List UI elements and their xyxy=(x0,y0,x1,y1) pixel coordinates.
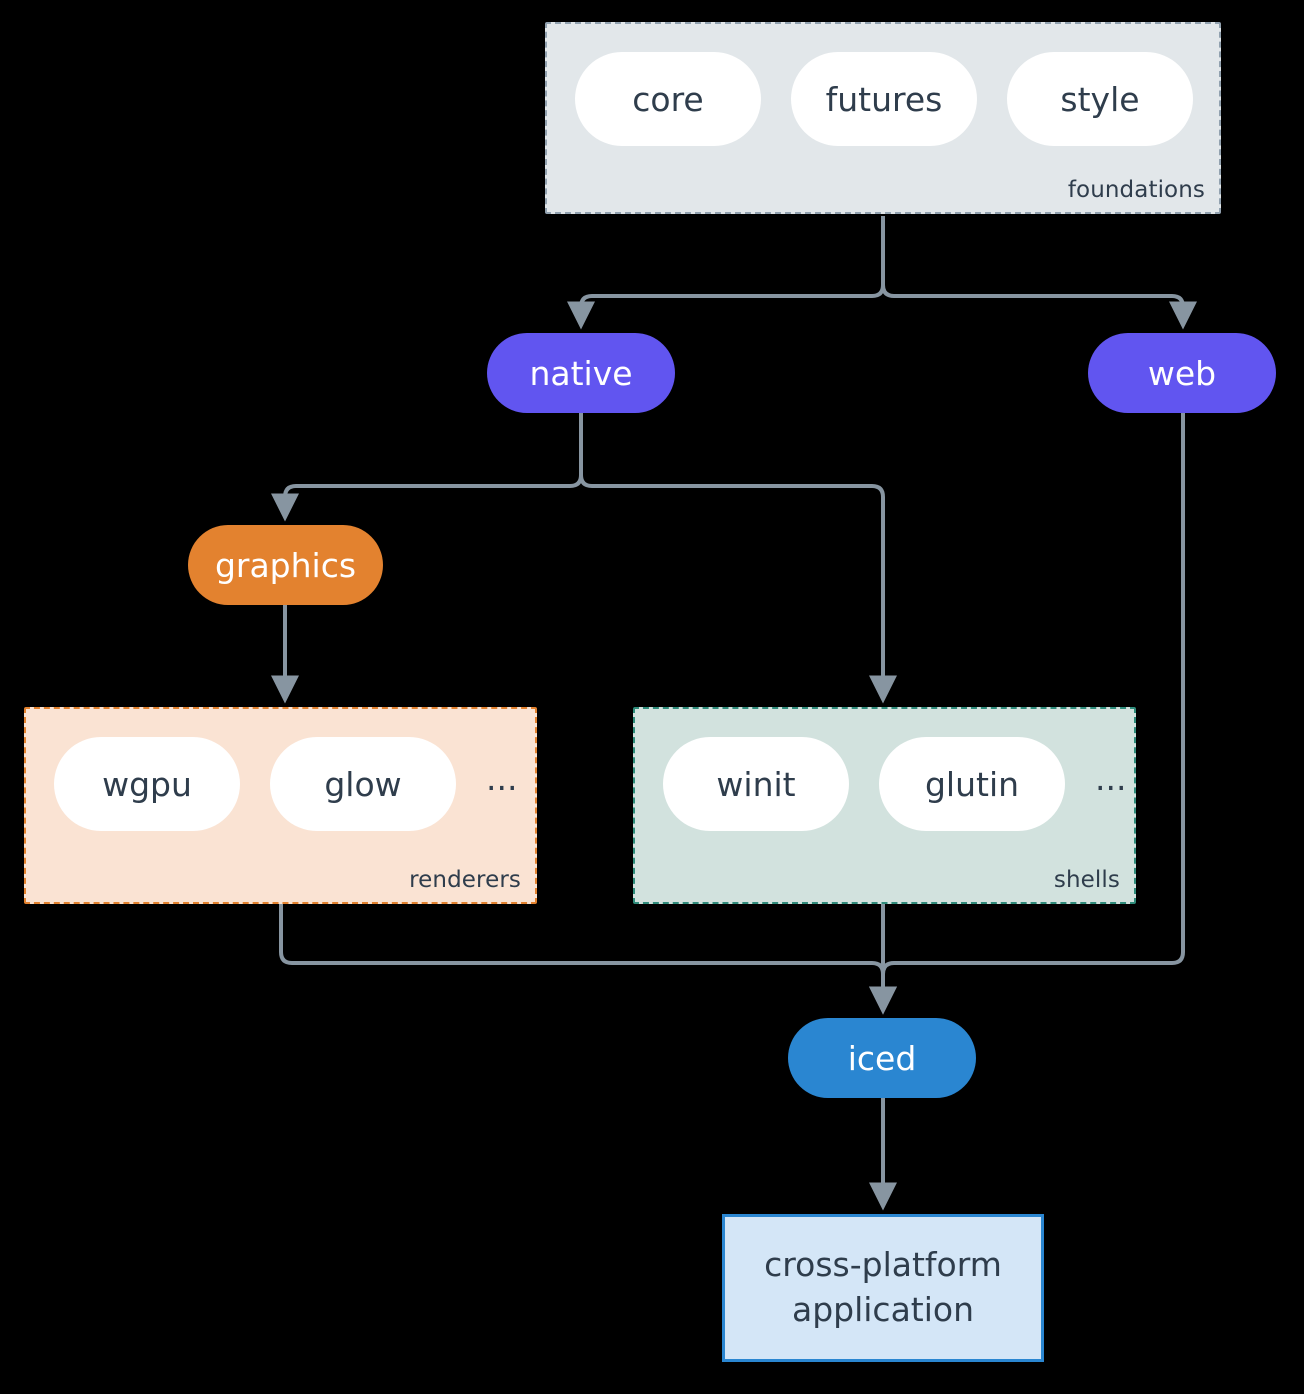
node-cross-platform-application[interactable]: cross-platform application xyxy=(722,1214,1044,1362)
group-renderers-items: wgpu glow ... xyxy=(54,737,517,831)
group-shells[interactable]: winit glutin ... shells xyxy=(633,707,1136,904)
group-renderers[interactable]: wgpu glow ... renderers xyxy=(24,707,537,904)
node-futures[interactable]: futures xyxy=(791,52,977,146)
shells-more-ellipsis: ... xyxy=(1095,758,1127,798)
node-style[interactable]: style xyxy=(1007,52,1193,146)
application-label-line2: application xyxy=(791,1290,975,1329)
node-graphics[interactable]: graphics xyxy=(188,525,383,605)
renderers-more-ellipsis: ... xyxy=(486,758,518,798)
node-glow[interactable]: glow xyxy=(270,737,456,831)
edge-foundations-native xyxy=(567,216,885,330)
group-shells-label: shells xyxy=(1053,867,1120,893)
group-foundations[interactable]: core futures style foundations xyxy=(545,22,1221,214)
edge-foundations-web xyxy=(881,216,1197,330)
edge-native-shells xyxy=(579,413,897,704)
node-web[interactable]: web xyxy=(1088,333,1276,413)
node-core[interactable]: core xyxy=(575,52,761,146)
group-shells-items: winit glutin ... xyxy=(663,737,1126,831)
edge-renderers-iced xyxy=(279,904,897,1015)
node-iced[interactable]: iced xyxy=(788,1018,976,1098)
node-native[interactable]: native xyxy=(487,333,675,413)
group-renderers-label: renderers xyxy=(409,867,521,893)
edge-native-graphics xyxy=(271,413,583,522)
node-winit[interactable]: winit xyxy=(663,737,849,831)
node-wgpu[interactable]: wgpu xyxy=(54,737,240,831)
group-foundations-label: foundations xyxy=(1067,177,1205,203)
application-label-line1: cross-platform xyxy=(764,1245,1002,1285)
group-foundations-items: core futures style xyxy=(575,52,1193,146)
node-glutin[interactable]: glutin xyxy=(879,737,1065,831)
